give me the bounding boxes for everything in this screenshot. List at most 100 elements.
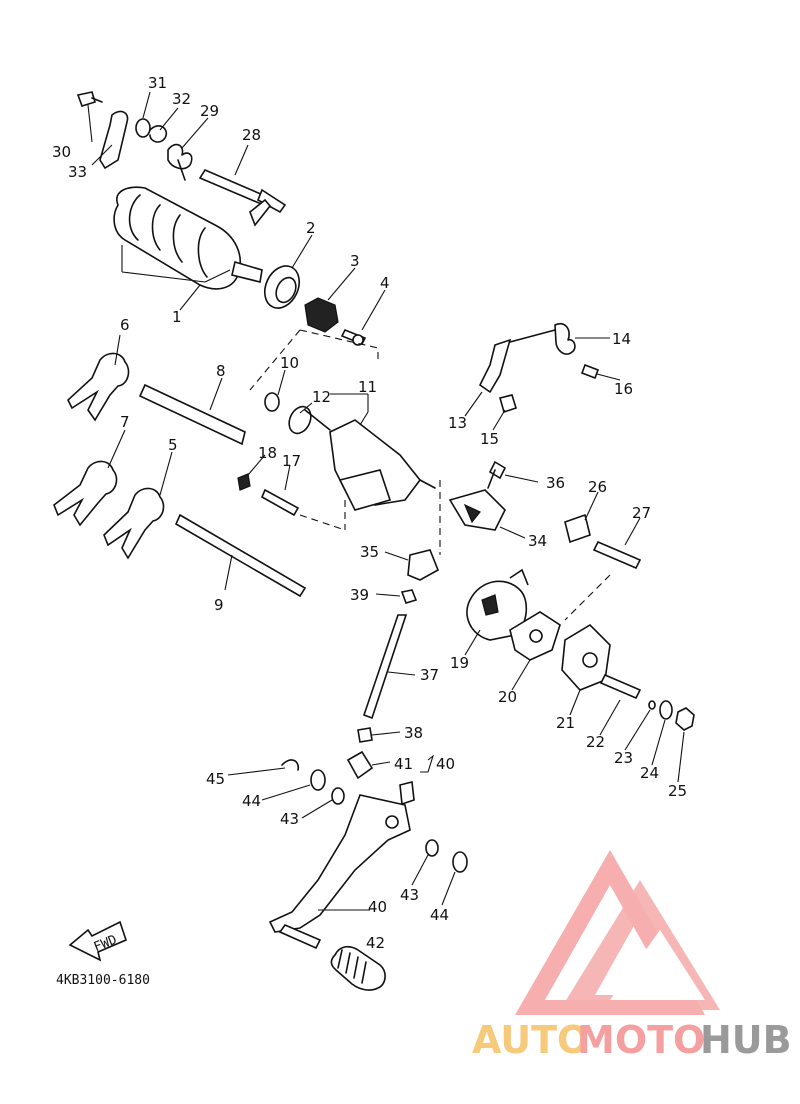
label-10: 10 (280, 354, 299, 372)
shift-drum (113, 186, 263, 290)
brand-part-hub: HUB (700, 1018, 792, 1062)
label-17: 17 (282, 452, 301, 470)
label-23: 23 (614, 749, 633, 767)
nut-25 (675, 707, 695, 731)
nut-39 (400, 589, 418, 604)
label-34: 34 (528, 532, 547, 550)
shift-rod-37 (362, 614, 408, 720)
label-15: 15 (480, 430, 499, 448)
watermark-brand: AUTO MOTO HUB (472, 1018, 792, 1062)
spring-14 (509, 322, 576, 355)
label-9: 9 (214, 596, 224, 614)
label-13: 13 (448, 414, 467, 432)
bolt-17 (260, 488, 300, 517)
part-labels: 1 2 3 4 5 6 7 8 9 10 11 12 13 14 15 16 1… (52, 74, 687, 952)
label-30: 30 (52, 143, 71, 161)
shift-pedal-40 (268, 781, 415, 950)
label-14: 14 (612, 330, 631, 348)
label-44b: 44 (430, 906, 449, 924)
label-31: 31 (148, 74, 167, 92)
brand-part-auto: AUTO (472, 1018, 589, 1062)
brand-part-moto: MOTO (577, 1018, 705, 1062)
rubber-42 (330, 945, 386, 991)
label-25: 25 (668, 782, 687, 800)
guide-bar-8 (138, 383, 246, 446)
label-37: 37 (420, 666, 439, 684)
label-43a: 43 (280, 810, 299, 828)
leader-lines (87, 91, 685, 911)
label-45: 45 (206, 770, 225, 788)
shift-shaft-11 (329, 419, 436, 511)
plate-20 (509, 611, 561, 661)
label-24: 24 (640, 764, 659, 782)
label-39: 39 (350, 586, 369, 604)
label-27: 27 (632, 504, 651, 522)
bolt-36 (487, 460, 507, 489)
label-29: 29 (200, 102, 219, 120)
circlip-32 (149, 125, 168, 143)
label-36: 36 (546, 474, 565, 492)
label-11: 11 (358, 378, 377, 396)
label-22: 22 (586, 733, 605, 751)
circlip-45 (281, 759, 300, 771)
fwd-arrow-icon: FWD (68, 920, 127, 962)
screw-4 (340, 328, 367, 346)
pin-16 (580, 363, 600, 380)
washer-10 (264, 392, 280, 412)
label-38: 38 (404, 724, 423, 742)
spring-29 (167, 143, 193, 181)
label-2: 2 (306, 219, 316, 237)
dowel-27 (592, 540, 642, 570)
label-1: 1 (172, 308, 182, 326)
segment-19 (466, 568, 529, 641)
shift-fork-5 (103, 487, 165, 560)
label-35: 35 (360, 543, 379, 561)
nut-38 (357, 727, 373, 743)
washer-44a (310, 769, 326, 791)
drawing-code: 4KB3100-6180 (56, 973, 150, 988)
label-44a: 44 (242, 792, 261, 810)
label-43b: 43 (400, 886, 419, 904)
arm-13 (478, 338, 512, 394)
washer-43b (425, 839, 439, 857)
bolt-30 (76, 91, 103, 107)
label-32: 32 (172, 90, 191, 108)
label-21: 21 (556, 714, 575, 732)
label-8: 8 (216, 362, 226, 380)
label-6: 6 (120, 316, 130, 334)
collar-26 (564, 513, 591, 544)
label-3: 3 (350, 252, 360, 270)
label-20: 20 (498, 688, 517, 706)
label-42: 42 (366, 934, 385, 952)
joint-35 (407, 549, 440, 581)
bolt-22 (599, 673, 642, 700)
label-33: 33 (68, 163, 87, 181)
watermark-logo-icon (515, 850, 720, 1015)
label-26: 26 (588, 478, 607, 496)
arm-33 (99, 110, 129, 170)
label-41: 41 (394, 755, 413, 773)
label-16: 16 (614, 380, 633, 398)
bearing (263, 265, 301, 309)
shift-fork-7 (53, 460, 118, 527)
shift-shaft-28 (198, 168, 287, 227)
collar-12 (288, 405, 331, 435)
joint-41 (346, 750, 374, 780)
washer-31 (135, 118, 151, 138)
washer-43a (331, 787, 345, 805)
segment (304, 297, 339, 333)
pin-18 (237, 473, 251, 491)
label-5: 5 (168, 436, 178, 454)
label-28: 28 (242, 126, 261, 144)
label-40a: 40 (436, 755, 455, 773)
washer-23 (648, 700, 656, 710)
washer-44b (452, 851, 468, 873)
label-40b: 40 (368, 898, 387, 916)
shift-fork-6 (67, 352, 130, 422)
stopper-lever-34 (448, 489, 506, 531)
bolt-15 (499, 394, 517, 414)
guide-bar-9 (174, 513, 307, 598)
label-4: 4 (380, 274, 390, 292)
label-19: 19 (450, 654, 469, 672)
